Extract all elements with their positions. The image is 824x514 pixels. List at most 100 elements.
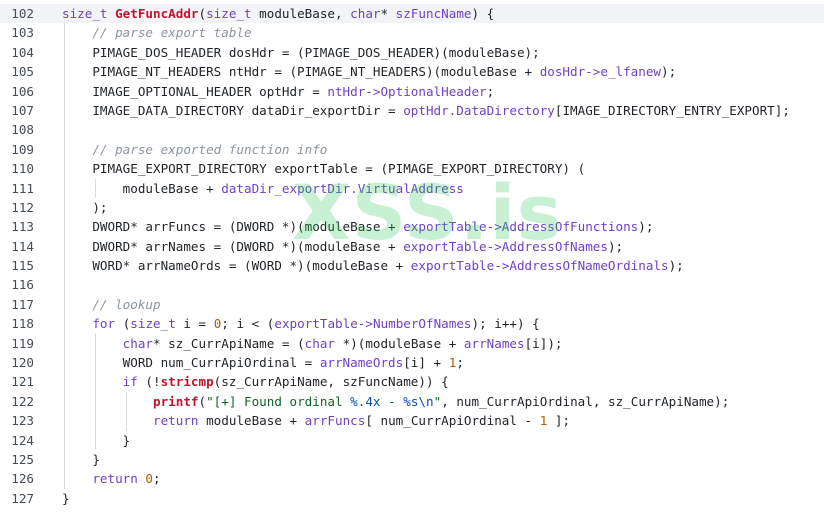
line-number: 116 (11, 277, 34, 293)
code-line[interactable]: 115 WORD* arrNameOrds = (WORD *)(moduleB… (0, 256, 824, 276)
code-token: ); (92, 199, 108, 215)
code-text: DWORD* arrFuncs = (DWORD *)(moduleBase +… (62, 217, 653, 236)
indent-guide (95, 178, 96, 198)
code-text: } (62, 489, 70, 508)
line-number: 119 (11, 335, 34, 351)
code-token: size_t (130, 316, 184, 332)
code-token: char (304, 335, 343, 351)
code-line[interactable]: 117 // lookup (0, 294, 824, 315)
code-text: // parse export table (62, 23, 252, 42)
code-line[interactable]: 123 return moduleBase + arrFuncs[ num_Cu… (0, 411, 824, 431)
code-line[interactable]: 104 PIMAGE_DOS_HEADER dosHdr = (PIMAGE_D… (0, 42, 824, 63)
code-token: // lookup (92, 296, 161, 312)
code-text: return 0; (62, 469, 160, 488)
code-token: - (380, 393, 404, 409)
code-line[interactable]: 124 } (0, 430, 824, 450)
code-token: [ num_CurrApiOrdinal - (365, 413, 540, 429)
code-token: 0 (213, 316, 222, 332)
code-line[interactable]: 111 moduleBase + dataDir_exportDir.Virtu… (0, 178, 824, 198)
code-token: *)(moduleBase + (342, 335, 464, 351)
code-token: for (92, 316, 123, 332)
code-line[interactable]: 127} (0, 489, 824, 508)
code-token: PIMAGE_NT_HEADERS ntHdr = (PIMAGE_NT_HEA… (92, 64, 540, 80)
code-token: if (122, 374, 146, 390)
code-text: if (!stricmp(sz_CurrApiName, szFuncName)… (62, 372, 449, 391)
code-line[interactable]: 106 IMAGE_OPTIONAL_HEADER optHdr = ntHdr… (0, 81, 824, 101)
code-token: } (62, 490, 70, 506)
code-token: exportTable->NumberOfNames (274, 316, 472, 332)
code-line[interactable]: 112 ); (0, 197, 824, 218)
indent-guide (64, 372, 65, 392)
code-line[interactable]: 107 IMAGE_DATA_DIRECTORY dataDir_exportD… (0, 100, 824, 121)
code-text: for (size_t i = 0; i < (exportTable->Num… (62, 314, 540, 333)
code-line[interactable]: 119 char* sz_CurrApiName = (char *)(modu… (0, 333, 824, 354)
indent-guide (64, 353, 65, 373)
code-line[interactable]: 121 if (!stricmp(sz_CurrApiName, szFuncN… (0, 372, 824, 392)
indent-guide (64, 62, 65, 82)
code-token: 1 (539, 413, 548, 429)
code-line[interactable]: 105 PIMAGE_NT_HEADERS ntHdr = (PIMAGE_NT… (0, 62, 824, 82)
code-line[interactable]: 125 } (0, 449, 824, 470)
line-number: 118 (11, 316, 34, 332)
code-token: PIMAGE_EXPORT_DIRECTORY exportTable = (P… (92, 161, 586, 177)
code-token: moduleBase, (259, 6, 351, 21)
indent-guide (64, 217, 65, 237)
code-line[interactable]: 103 // parse export table (0, 23, 824, 43)
line-number: 106 (11, 83, 34, 99)
line-number: 107 (11, 102, 34, 118)
code-line[interactable]: 113 DWORD* arrFuncs = (DWORD *)(moduleBa… (0, 217, 824, 237)
indent-guide (64, 449, 65, 470)
code-line[interactable]: 109 // parse exported function info (0, 139, 824, 160)
code-token: ); (607, 238, 624, 254)
code-token: moduleBase + (206, 413, 305, 429)
code-token: [i]); (524, 335, 563, 351)
indent-guide (126, 391, 127, 412)
code-text: } (62, 450, 100, 469)
indent-guide (64, 159, 65, 179)
code-line[interactable]: 122 printf("[+] Found ordinal %.4x - %s\… (0, 391, 824, 412)
line-number: 113 (11, 219, 34, 235)
line-number: 108 (11, 122, 34, 138)
indent-guide (64, 256, 65, 276)
code-token: } (92, 451, 100, 467)
code-token: optHdr.DataDirectory (403, 102, 555, 118)
code-line[interactable]: 114 DWORD* arrNames = (DWORD *)(moduleBa… (0, 236, 824, 257)
code-line[interactable]: 126 return 0; (0, 469, 824, 489)
indent-guide (64, 139, 65, 160)
code-line[interactable]: 120 WORD num_CurrApiOrdinal = arrNameOrd… (0, 353, 824, 373)
code-line[interactable]: 110 PIMAGE_EXPORT_DIRECTORY exportTable … (0, 159, 824, 179)
code-token: exportTable->AddressOfNameOrdinals (410, 258, 669, 274)
code-token: WORD num_CurrApiOrdinal = (122, 355, 320, 371)
indent-guide (64, 120, 65, 140)
code-text: moduleBase + dataDir_exportDir.VirtualAd… (62, 179, 464, 198)
code-token: arrFuncs (304, 413, 366, 429)
code-text: DWORD* arrNames = (DWORD *)(moduleBase +… (62, 237, 623, 256)
code-token: [IMAGE_DIRECTORY_ENTRY_EXPORT]; (554, 102, 790, 118)
indent-guide (64, 430, 65, 450)
code-token: // parse export table (92, 25, 252, 41)
code-token: ); (668, 258, 684, 274)
line-number: 127 (11, 490, 34, 506)
indent-guide (64, 100, 65, 121)
code-token: ); i++) { (471, 316, 540, 332)
code-line[interactable]: 108 (0, 120, 824, 140)
code-text: printf("[+] Found ordinal %.4x - %s\n", … (62, 392, 729, 411)
code-text: size_t GetFuncAddr(size_t moduleBase, ch… (62, 4, 494, 23)
line-number: 104 (11, 44, 34, 60)
indent-guide (64, 178, 65, 198)
code-line[interactable]: 116 (0, 275, 824, 295)
line-number: 109 (11, 141, 34, 157)
code-token: // parse exported function info (92, 141, 328, 157)
code-token: (sz_CurrApiName, szFuncName)) { (213, 374, 449, 390)
line-number: 114 (11, 238, 34, 254)
code-text: } (62, 431, 131, 450)
indent-guide (64, 391, 65, 412)
code-token: WORD* arrNameOrds = (WORD *)(moduleBase … (92, 258, 411, 274)
line-number: 112 (11, 199, 34, 215)
indent-guide (64, 197, 65, 218)
code-line[interactable]: 118 for (size_t i = 0; i < (exportTable-… (0, 314, 824, 334)
line-number: 122 (11, 393, 34, 409)
